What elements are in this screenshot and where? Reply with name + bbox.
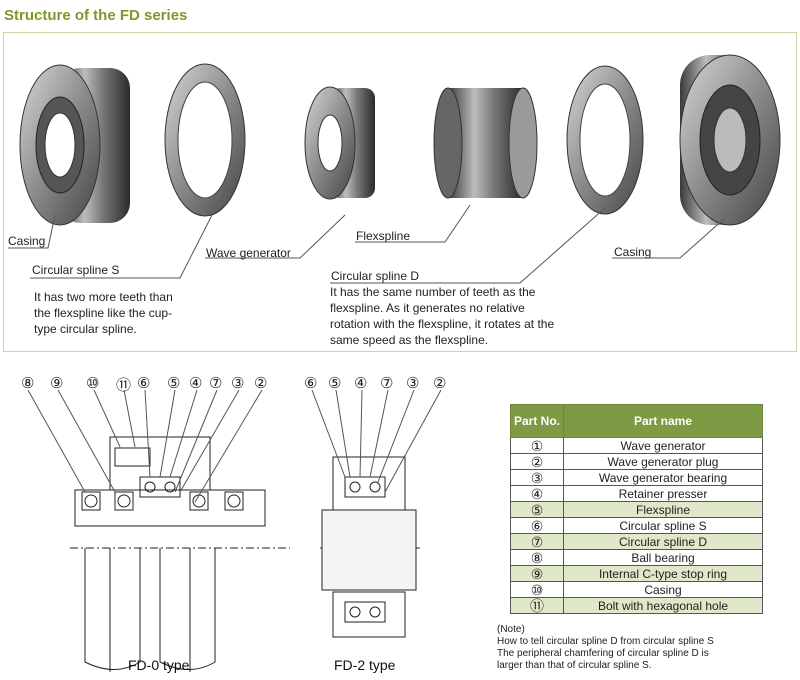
note-line: (Note) [497,624,525,635]
description-circular-spline-d: It has the same number of teeth as the f… [330,284,554,348]
label-circular-spline-d: Circular spline D [331,269,420,283]
fd2-section [320,456,420,638]
fd0-callout: ⑩ [86,375,100,392]
cross-section-drawings [27,389,442,672]
part-no: ① [510,437,564,454]
desc-d-line: It has the same number of teeth as the [330,285,536,299]
flexspline-part [433,87,538,199]
part-no: ② [510,453,564,470]
fd0-callout: ④ [189,375,203,392]
part-name: Casing [563,581,763,598]
desc-s-line: type circular spline. [34,322,137,336]
exploded-view-panel [3,32,797,352]
desc-d-line: flexspline. As it generates no relative [330,301,525,315]
part-name: Retainer presser [563,485,763,502]
part-name: Ball bearing [563,549,763,566]
note-block: (Note) How to tell circular spline D fro… [497,624,714,672]
exploded-view-illustration [8,54,781,284]
part-name: Internal C-type stop ring [563,565,763,582]
header-part-no: Part No. [510,404,564,438]
part-no: ⑧ [510,549,564,566]
part-no: ⑦ [510,533,564,550]
fd0-callout: ⑪ [116,377,132,394]
part-no: ⑪ [510,597,564,614]
description-circular-spline-s: It has two more teeth than the flexsplin… [34,289,173,337]
note-line: The peripheral chamfering of circular sp… [497,648,709,659]
fd0-callout: ⑤ [167,375,181,392]
fd2-callout: ⑥ [304,375,318,392]
part-name: Circular spline S [563,517,763,534]
part-name: Circular spline D [563,533,763,550]
part-no: ③ [510,469,564,486]
header-part-name: Part name [563,404,763,438]
table-header-row: Part No. Part name [510,404,763,438]
label-circular-spline-s: Circular spline S [32,263,120,277]
leader-lines [8,204,726,284]
fd0-callout: ⑧ [21,375,35,392]
label-wave-generator: Wave generator [206,246,291,260]
part-no: ⑨ [510,565,564,582]
label-casing-left: Casing [8,234,46,248]
part-no: ⑩ [510,581,564,598]
part-name: Bolt with hexagonal hole [563,597,763,614]
fd0-callout: ② [254,375,268,392]
label-casing-right: Casing [614,245,652,259]
circular-spline-s-part [164,63,246,217]
fd2-caption: FD-2 type [334,657,396,673]
part-no: ④ [510,485,564,502]
part-name: Wave generator bearing [563,469,763,486]
fd2-callout: ⑦ [380,375,394,392]
fd0-callout: ⑦ [209,375,223,392]
fd2-callout: ③ [406,375,420,392]
part-name: Wave generator [563,437,763,454]
part-name: Wave generator plug [563,453,763,470]
label-flexspline: Flexspline [356,229,411,243]
part-no: ⑥ [510,517,564,534]
callout-leaders [27,389,442,503]
fd0-callout: ⑥ [137,375,151,392]
circular-spline-d-part [566,65,644,215]
wave-generator-part [304,86,375,200]
note-line: larger than that of circular spline S. [497,660,652,671]
fd2-callout: ⑤ [328,375,342,392]
part-no: ⑤ [510,501,564,518]
desc-d-line: same speed as the flexspline. [330,333,489,347]
part-name: Flexspline [563,501,763,518]
casing-left-part [19,64,130,226]
fd0-callout: ⑨ [50,375,64,392]
note-line: How to tell circular spline D from circu… [497,636,714,647]
fd0-section [70,436,290,672]
fd0-callout: ③ [231,375,245,392]
desc-d-line: rotation with the flexspline, it rotates… [330,317,555,331]
casing-right-part [679,54,781,226]
desc-s-line: the flexspline like the cup- [34,306,173,320]
page-title: Structure of the FD series [4,7,188,24]
fd2-callout: ② [433,375,447,392]
desc-s-line: It has two more teeth than [34,290,173,304]
fd2-callout: ④ [354,375,368,392]
fd0-caption: FD-0 type [128,657,190,673]
